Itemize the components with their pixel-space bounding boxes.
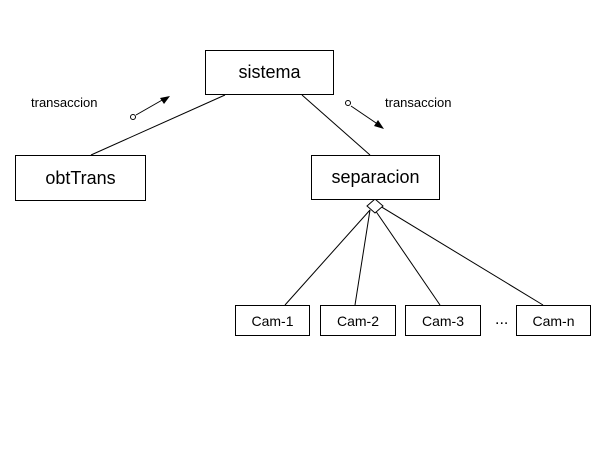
node-cam-2: Cam-2 xyxy=(320,305,396,336)
data-couple-right-tail-icon xyxy=(345,100,351,106)
edge-separacion-cam3 xyxy=(374,209,441,306)
flow-label-left: transaccion xyxy=(31,95,98,110)
node-cam-n: Cam-n xyxy=(516,305,591,336)
node-sistema: sistema xyxy=(205,50,334,95)
data-couple-left-tail-icon xyxy=(130,114,136,120)
node-separacion-label: separacion xyxy=(331,167,420,187)
edge-sistema-obttrans xyxy=(90,94,226,156)
data-couple-right-arrowhead-icon xyxy=(374,120,384,129)
cameras-ellipsis: ... xyxy=(495,311,509,328)
node-cam-2-label: Cam-2 xyxy=(336,312,379,329)
node-sistema-label: sistema xyxy=(238,62,301,82)
data-couple-left-arrowhead-icon xyxy=(160,96,170,104)
flow-label-right: transaccion xyxy=(385,95,452,110)
edge-separacion-camn xyxy=(379,205,544,306)
node-cam-3-label: Cam-3 xyxy=(421,312,464,329)
node-cam-n-label: Cam-n xyxy=(532,312,575,329)
node-obttrans-label: obtTrans xyxy=(45,167,116,188)
data-couple-left-arrow-shaft xyxy=(135,98,165,116)
node-separacion: separacion xyxy=(311,155,440,200)
edge-sistema-separacion xyxy=(301,94,371,156)
node-cam-3: Cam-3 xyxy=(405,305,481,336)
node-cam-1-label: Cam-1 xyxy=(251,312,294,329)
data-couple-right-arrow-shaft xyxy=(350,105,380,126)
node-cam-1: Cam-1 xyxy=(235,305,310,336)
selection-diamond-icon xyxy=(366,198,384,214)
node-obttrans: obtTrans xyxy=(15,155,146,201)
edge-separacion-cam2 xyxy=(354,209,371,306)
edge-separacion-cam1 xyxy=(284,209,371,306)
